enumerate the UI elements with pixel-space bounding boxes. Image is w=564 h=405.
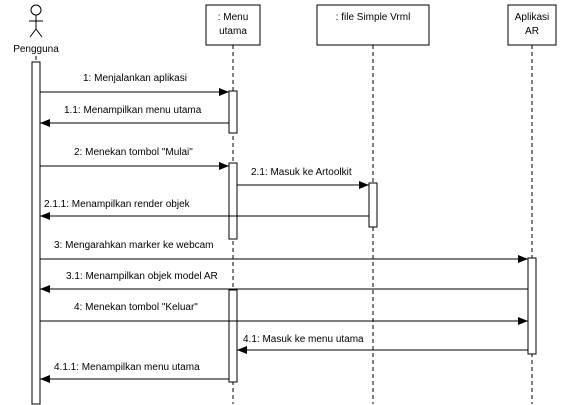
message-10-label: 4.1.1: Menampilkan menu utama (54, 362, 200, 373)
message-8-label: 4: Menekan tombol "Keluar" (74, 302, 198, 313)
message-8: 4: Menekan tombol "Keluar" (40, 302, 528, 325)
participant-file-line1: : file Simple Vrml (336, 12, 411, 23)
activation-menu-2 (228, 162, 238, 240)
message-9-label: 4.1: Masuk ke menu utama (243, 334, 364, 345)
message-4: 2.1: Masuk ke Artoolkit (237, 167, 369, 189)
participant-menu: : Menu utama (205, 4, 261, 46)
participant-ar: Aplikasi AR (507, 4, 557, 46)
message-6: 3: Mengarahkan marker ke webcam (40, 240, 528, 263)
activation-file (368, 182, 378, 228)
participant-file: : file Simple Vrml (316, 4, 430, 46)
message-3: 2: Menekan tombol "Mulai" (40, 147, 229, 170)
participant-menu-line2: utama (219, 26, 247, 37)
message-4-label: 2.1: Masuk ke Artoolkit (251, 167, 352, 178)
message-6-label: 3: Mengarahkan marker ke webcam (54, 240, 214, 251)
message-5-label: 2.1.1: Menampilkan render objek (44, 199, 191, 210)
message-2-label: 1.1: Menampilkan menu utama (64, 105, 202, 116)
activation-pengguna (31, 61, 41, 405)
participant-menu-line1: : Menu (218, 12, 249, 23)
message-7: 3.1: Menampilkan objek model AR (40, 271, 528, 293)
stick-figure-icon (29, 4, 43, 38)
message-3-label: 2: Menekan tombol "Mulai" (74, 147, 193, 158)
message-7-label: 3.1: Menampilkan objek model AR (66, 271, 218, 282)
participant-ar-line1: Aplikasi (515, 12, 549, 23)
participant-ar-line2: AR (525, 26, 539, 37)
message-5: 2.1.1: Menampilkan render objek (40, 199, 369, 220)
actor-label: Pengguna (13, 44, 59, 55)
message-10: 4.1.1: Menampilkan menu utama (40, 362, 229, 383)
message-9: 4.1: Masuk ke menu utama (237, 334, 528, 354)
activation-menu-1 (228, 90, 238, 134)
activation-ar (527, 257, 537, 355)
message-1-label: 1: Menjalankan aplikasi (83, 73, 187, 84)
activation-menu-3 (228, 289, 238, 383)
message-1: 1: Menjalankan aplikasi (40, 73, 229, 96)
message-2: 1.1: Menampilkan menu utama (40, 105, 229, 127)
